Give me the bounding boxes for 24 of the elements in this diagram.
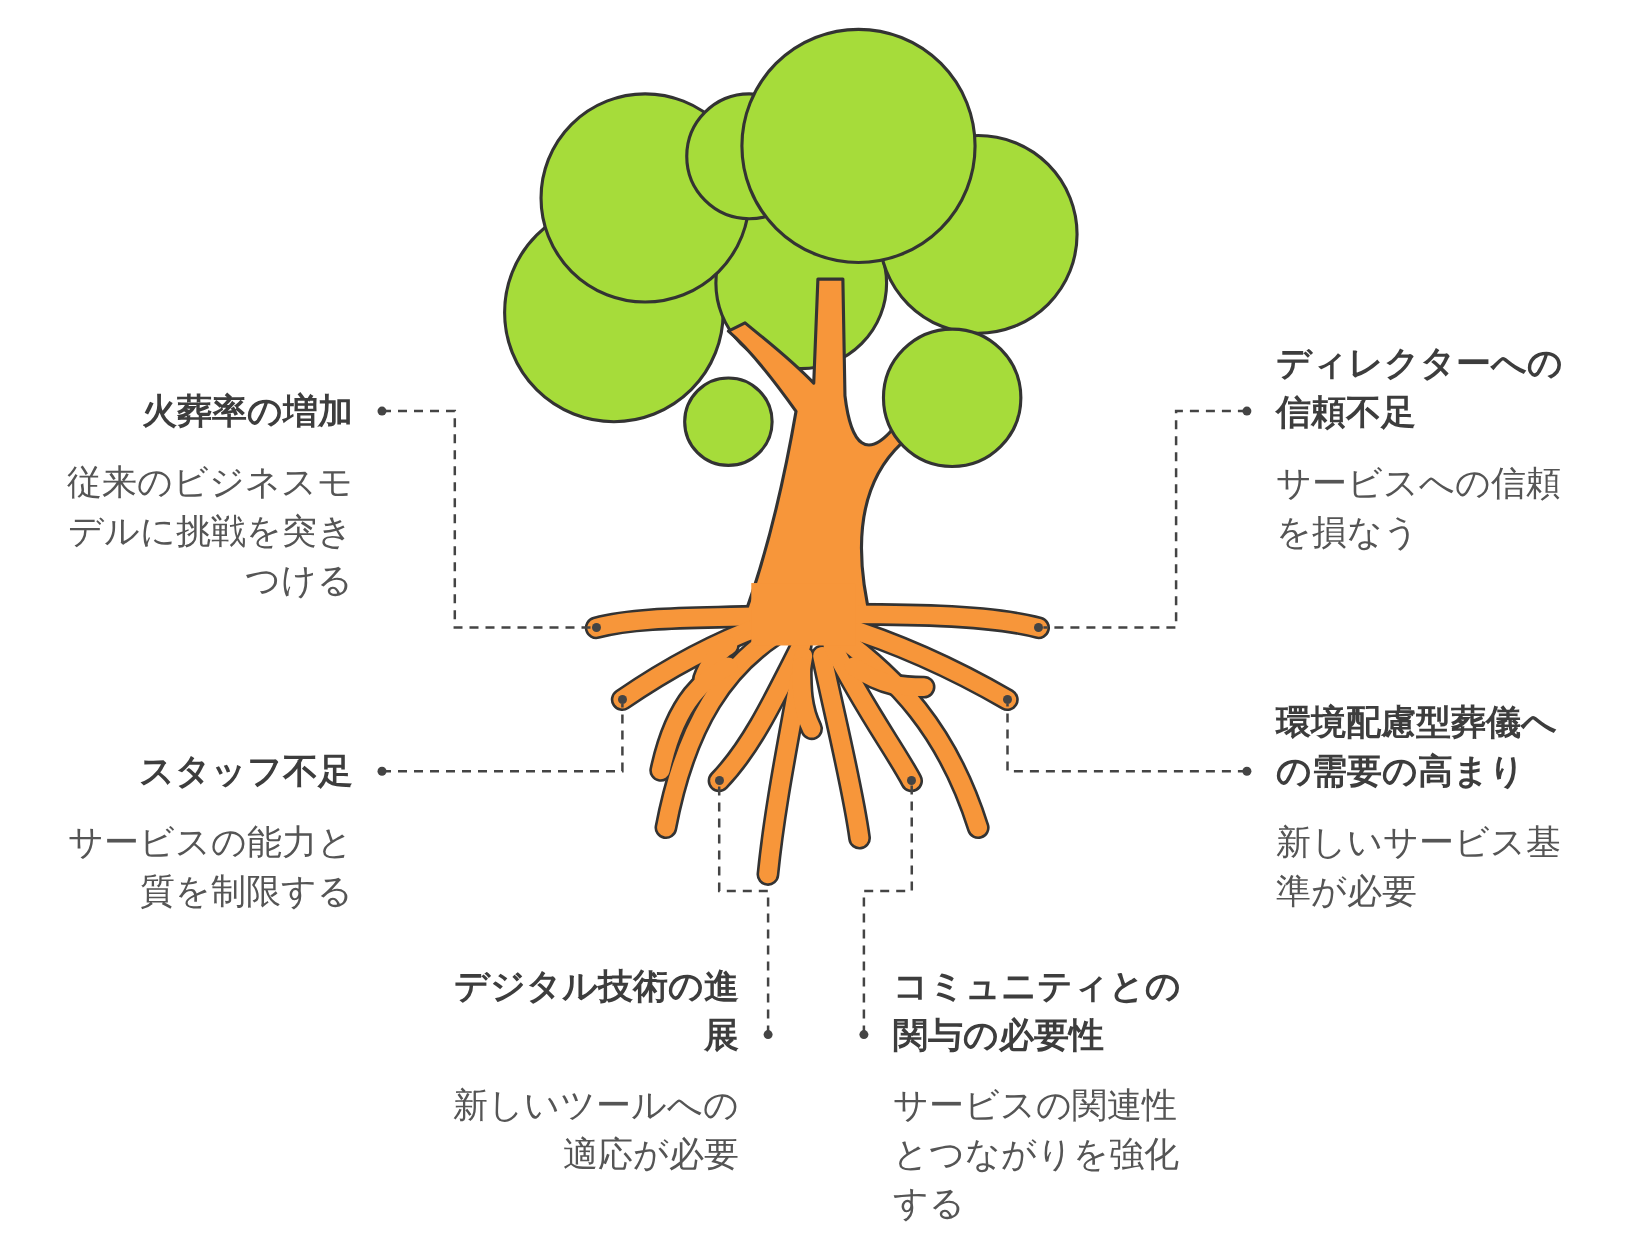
heading: 環境配慮型葬儀への需要の高まり [1276,700,1559,794]
heading: コミュニティとの関与の必要性 [893,963,1182,1057]
heading: ディレクターへの信頼不足 [1276,341,1565,435]
description: 新しいサービス基準が必要 [1276,819,1563,913]
leader-line [1043,406,1252,629]
description: サービスへの信頼を損なう [1276,460,1563,554]
root-tip-dot [1034,622,1044,633]
leader-line [717,785,773,1040]
root-tip-dot [1002,694,1013,705]
heading: 火葬率の増加 [140,389,353,434]
root-tip-dot [714,775,724,786]
description: 新しいツールへの適応が必要 [451,1083,739,1177]
leader-line [1006,704,1252,776]
heading: デジタル技術の進展 [452,963,739,1057]
root-tip-dot [617,694,628,705]
heading: スタッフ不足 [137,749,353,794]
description: サービスの能力と質を制限する [66,820,353,913]
leader-line [377,704,624,776]
root-tip-dot [907,775,917,786]
leader-line [859,785,914,1040]
root-tip-dot [591,622,602,633]
leader-line [377,406,592,629]
description: 従来のビジネスモデルに挑戦を突きつける [65,459,353,602]
description: サービスの関連性とつながりを強化する [893,1083,1180,1225]
